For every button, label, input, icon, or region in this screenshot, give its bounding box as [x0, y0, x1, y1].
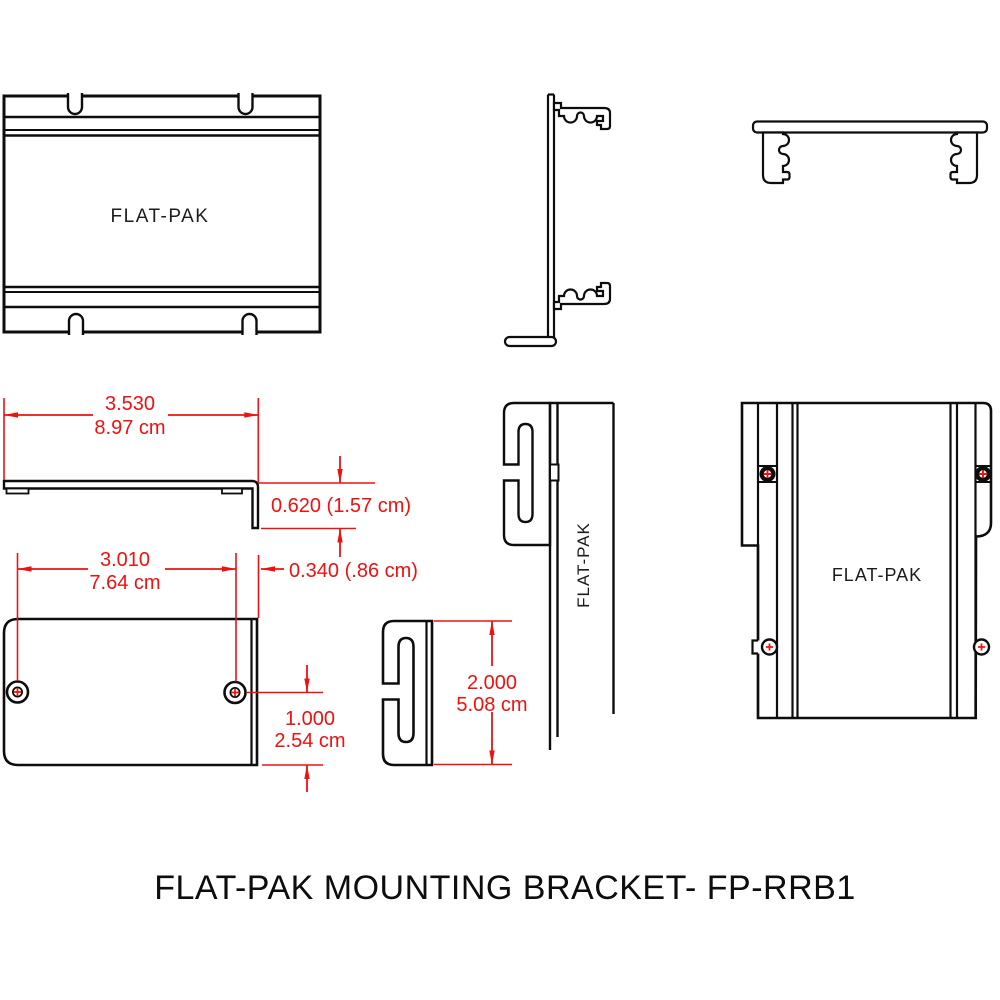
plate-hole-left-inner: [11, 686, 23, 698]
dim-width-inches: 3.530: [105, 393, 155, 415]
dimension-hole-spacing: 3.010 7.64 cm: [16, 549, 237, 682]
dim-spacing-inches: 3.010: [100, 549, 150, 571]
bottom-foot-flange: [503, 335, 558, 348]
arrow-left-icon: [4, 412, 18, 418]
arrow-right-icon: [222, 566, 236, 572]
side-view-label: FLAT-PAK: [574, 522, 593, 608]
dim-spacing-metric: 7.64 cm: [89, 572, 160, 594]
l-profile-outline: [2, 479, 260, 530]
side-section-profile: [503, 93, 612, 348]
arrow-left-icon: [261, 566, 275, 572]
rear-jog-erase: [754, 640, 762, 654]
rear-screw-tl-mark: [763, 470, 772, 478]
arrow-down-icon: [489, 750, 495, 765]
hook-clip-view: [381, 619, 434, 767]
arrow-up-icon: [489, 621, 495, 635]
plate-hole-right-inner: [229, 687, 241, 699]
front-notch-top-left: [66, 93, 84, 116]
rear-screw-bl-mark: [766, 643, 773, 651]
dim-offset-combined: 0.340 (.86 cm): [289, 560, 418, 582]
l-profile-view: [2, 479, 260, 530]
arrow-down-icon: [337, 469, 343, 483]
front-notch-bottom-right: [241, 312, 258, 335]
arrow-up-icon: [337, 528, 343, 543]
side-hook-outline: [502, 401, 552, 547]
dimension-flange-depth: 0.620 (1.57 cm): [258, 456, 411, 557]
dimension-edge-offset: 0.340 (.86 cm): [257, 555, 418, 618]
front-notch-top-right: [237, 93, 254, 116]
dim-width-metric: 8.97 cm: [94, 417, 165, 439]
dim-hole-edge-metric: 2.54 cm: [274, 730, 345, 752]
plan-left-leg: [761, 131, 791, 185]
dimension-hole-to-edge: 1.000 2.54 cm: [247, 665, 346, 792]
arrow-up-icon: [304, 765, 310, 779]
arrow-down-icon: [304, 678, 310, 693]
dim-hook-inches: 2.000: [467, 672, 517, 694]
front-view: FLAT-PAK: [2, 93, 322, 335]
rear-screw-tr-mark: [979, 470, 987, 478]
plate-hole-left-outer: [5, 680, 30, 704]
side-fastener-block: [549, 463, 560, 482]
rear-outline: [740, 401, 993, 720]
l-profile-tab-right: [221, 487, 243, 495]
dim-hole-edge-inches: 1.000: [285, 708, 335, 730]
rear-view: FLAT-PAK: [740, 401, 993, 720]
plan-section-profile: [751, 120, 989, 185]
hook-clip-outline: [381, 619, 434, 767]
lower-hook-arm: [552, 281, 612, 311]
rear-view-label: FLAT-PAK: [832, 565, 922, 585]
plate-outline: [2, 617, 259, 767]
upper-hook-arm: [552, 101, 612, 131]
rear-screw-br-mark: [978, 643, 985, 651]
arrow-right-icon: [244, 412, 259, 418]
dim-flange-combined: 0.620 (1.57 cm): [271, 495, 411, 517]
l-profile-tab-left: [5, 487, 30, 495]
rear-edge-jog-bl: [751, 639, 758, 655]
front-view-label: FLAT-PAK: [111, 206, 210, 227]
arrow-left-icon: [17, 566, 32, 572]
plate-hole-left-center-mark: [13, 688, 22, 696]
plan-right-leg: [949, 131, 979, 185]
drawing-title: FLAT-PAK MOUNTING BRACKET- FP-RRB1: [154, 869, 855, 907]
dimension-hook-height: 2.000 5.08 cm: [434, 620, 528, 766]
dimension-overall-width: 3.530 8.97 cm: [3, 393, 260, 483]
front-notch-bottom-left: [67, 312, 85, 335]
side-assembly-view: FLAT-PAK: [502, 401, 615, 750]
plate-hole-right-outer: [223, 680, 247, 705]
plan-top-bar: [751, 120, 989, 134]
base-plate-view: [2, 617, 259, 767]
plate-hole-right-center-mark: [231, 688, 239, 697]
dim-hook-metric: 5.08 cm: [456, 694, 527, 716]
